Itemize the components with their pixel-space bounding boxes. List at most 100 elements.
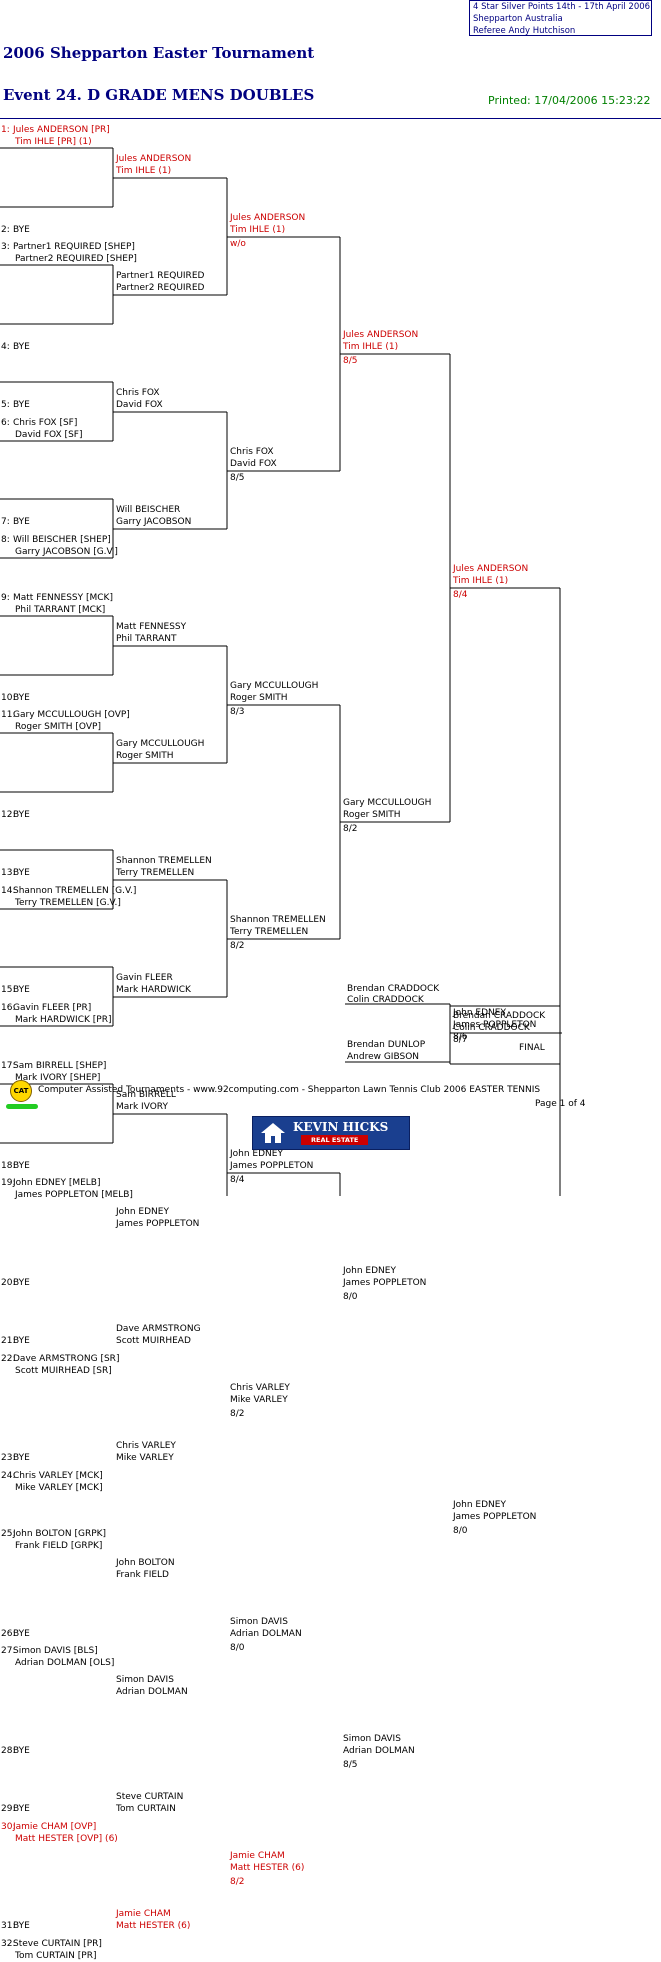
match-partner: James POPPLETON <box>116 1219 200 1229</box>
match-partner: Roger SMITH <box>116 751 174 761</box>
final-label: FINAL <box>519 1043 545 1053</box>
match-score: 8/5 <box>343 1760 358 1770</box>
match-partner: Mike VARLEY <box>230 1395 288 1405</box>
info-line: Referee Andy Hutchison <box>473 26 576 36</box>
match-score: 8/3 <box>230 707 245 717</box>
draw-seed: 18: <box>1 1160 16 1171</box>
draw-player: Dave ARMSTRONG [SR] <box>13 1353 120 1364</box>
draw-player: Will BEISCHER [SHEP] <box>13 534 111 545</box>
match-score: w/o <box>230 239 246 249</box>
match-player: Simon DAVIS <box>343 1734 401 1744</box>
match-score: 8/4 <box>230 1175 245 1185</box>
match-player: Jamie CHAM <box>116 1909 171 1919</box>
draw-player: BYE <box>13 868 30 878</box>
playoff-winner: Brendan CRADDOCK <box>453 1011 546 1021</box>
draw-partner: Partner2 REQUIRED [SHEP] <box>15 254 137 264</box>
draw-partner: Phil TARRANT [MCK] <box>15 605 106 615</box>
draw-player: BYE <box>13 985 30 995</box>
match-partner: Tim IHLE (1) <box>230 225 286 235</box>
match-score: 8/2 <box>230 941 245 951</box>
match-player: Simon DAVIS <box>230 1617 288 1627</box>
match-player: Chris VARLEY <box>230 1383 290 1393</box>
match-partner: Tim IHLE (1) <box>116 166 172 176</box>
draw-partner: James POPPLETON [MELB] <box>15 1190 133 1200</box>
draw-seed: 17: <box>1 1061 16 1071</box>
match-player: Simon DAVIS <box>116 1675 174 1685</box>
match-player: Chris FOX <box>230 447 274 457</box>
match-score: 8/0 <box>453 1526 468 1536</box>
match-partner: Terry TREMELLEN <box>230 927 309 937</box>
draw-seed: 15: <box>1 985 16 995</box>
match-score: 8/2 <box>230 1877 245 1887</box>
draw-player: Chris FOX [SF] <box>13 417 78 428</box>
draw-player: BYE <box>13 517 30 527</box>
draw-seed: 3: <box>1 242 10 252</box>
match-partner: Mike VARLEY <box>116 1453 174 1463</box>
final-partner: James POPPLETON <box>453 1020 537 1030</box>
draw-player: Gary MCCULLOUGH [OVP] <box>13 710 130 720</box>
match-player: Gary MCCULLOUGH <box>230 681 319 691</box>
match-partner: Mark HARDWICK <box>116 985 191 995</box>
draw-seed: 6: <box>1 417 10 428</box>
draw-player: Jules ANDERSON [PR] <box>13 125 110 135</box>
draw-partner: Frank FIELD [GRPK] <box>15 1541 103 1551</box>
draw-seed: 13: <box>1 868 16 878</box>
draw-player: BYE <box>13 341 30 352</box>
printed-timestamp: Printed: 17/04/2006 15:23:22 <box>488 94 651 107</box>
match-partner: Frank FIELD <box>116 1570 169 1580</box>
playoff-player: Brendan CRADDOCK <box>347 984 440 994</box>
match-player: Chris VARLEY <box>116 1441 176 1451</box>
info-line: 4 Star Silver Points 14th - 17th April 2… <box>473 2 651 12</box>
footer-credits: Computer Assisted Tournaments - www.92co… <box>38 1085 541 1095</box>
draw-player: Chris VARLEY [MCK] <box>13 1470 103 1481</box>
match-partner: James POPPLETON <box>453 1512 537 1522</box>
draw-player: BYE <box>13 1160 30 1171</box>
draw-seed: 7: <box>1 517 10 527</box>
draw-player: BYE <box>13 1628 30 1639</box>
match-player: John BOLTON <box>116 1558 175 1568</box>
draw-seed: 16: <box>1 1002 16 1013</box>
match-player: Gavin FLEER <box>116 973 173 983</box>
match-partner: Adrian DOLMAN <box>116 1687 188 1697</box>
match-partner: Tom CURTAIN <box>116 1804 176 1814</box>
match-player: Jules ANDERSON <box>453 564 529 574</box>
match-score: 8/5 <box>230 473 245 483</box>
draw-partner: Adrian DOLMAN [OLS] <box>15 1658 115 1668</box>
draw-seed: 10: <box>1 692 16 703</box>
draw-partner: Tom CURTAIN [PR] <box>15 1950 97 1961</box>
match-partner: Scott MUIRHEAD <box>116 1336 191 1346</box>
draw-seed: 11: <box>1 710 16 720</box>
match-partner: Terry TREMELLEN <box>116 868 195 878</box>
match-player: Jules ANDERSON <box>116 154 192 164</box>
draw-player: BYE <box>13 1921 30 1931</box>
draw-partner: Tim IHLE [PR] (1) <box>15 137 92 147</box>
match-partner: Tim IHLE (1) <box>453 576 509 586</box>
match-partner: Adrian DOLMAN <box>343 1746 415 1756</box>
draw-seed: 5: <box>1 400 10 410</box>
match-player: John EDNEY <box>230 1149 283 1159</box>
draw-player: BYE <box>13 1804 30 1814</box>
match-player: Jules ANDERSON <box>343 330 419 340</box>
draw-player: Gavin FLEER [PR] <box>13 1002 92 1013</box>
playoff-winner-partner: Colin CRADDOCK <box>453 1023 530 1033</box>
playoff-partner: Colin CRADDOCK <box>347 995 424 1005</box>
playoff-partner: Andrew GIBSON <box>347 1052 420 1062</box>
draw-player: BYE <box>13 1745 30 1756</box>
match-partner: Matt HESTER (6) <box>116 1921 191 1931</box>
match-partner: Adrian DOLMAN <box>230 1629 302 1639</box>
match-partner: James POPPLETON <box>230 1161 314 1171</box>
match-player: Chris FOX <box>116 388 160 398</box>
draw-seed: 19: <box>1 1178 16 1188</box>
match-partner: Roger SMITH <box>230 693 288 703</box>
match-partner: Matt HESTER (6) <box>230 1863 305 1873</box>
match-score: 8/4 <box>453 590 468 600</box>
match-player: Matt FENNESSY <box>116 622 187 632</box>
match-partner: Tim IHLE (1) <box>343 342 399 352</box>
match-score: 8/2 <box>343 824 358 834</box>
draw-player: BYE <box>13 692 30 703</box>
draw-player: Jamie CHAM [OVP] <box>13 1821 97 1832</box>
draw-player: Sam BIRRELL [SHEP] <box>13 1061 107 1071</box>
draw-partner: Garry JACOBSON [G.V.] <box>15 546 118 557</box>
draw-player: BYE <box>13 809 30 820</box>
draw-player: John BOLTON [GRPK] <box>13 1529 107 1539</box>
